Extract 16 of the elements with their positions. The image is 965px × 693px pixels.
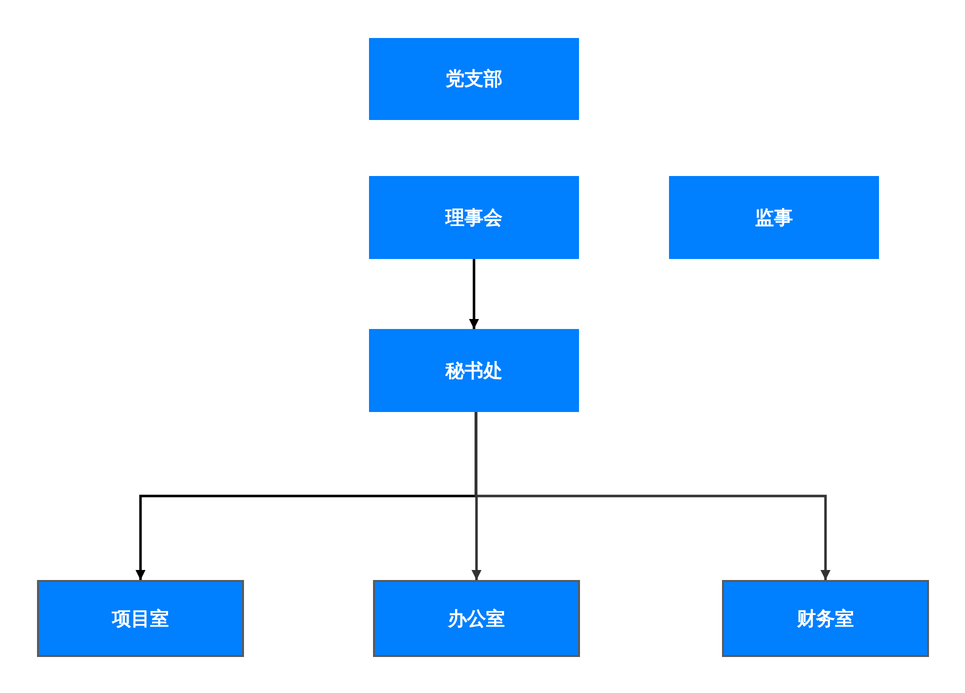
arrow bbox=[474, 412, 830, 580]
unit-name: 财务室 bbox=[797, 606, 854, 632]
org-unit-box bbox=[369, 38, 579, 120]
org-unit-box bbox=[669, 176, 879, 259]
org-unit-box bbox=[37, 580, 244, 657]
unit-name: 理事会 bbox=[446, 206, 502, 230]
org-unit-box bbox=[373, 580, 580, 657]
unit-name: 办公室 bbox=[448, 606, 505, 632]
unit-name: 监事 bbox=[755, 206, 793, 230]
org-unit-box bbox=[369, 329, 579, 412]
org-unit-box bbox=[722, 580, 929, 657]
org-unit-box bbox=[369, 176, 579, 259]
unit-name: 秘书处 bbox=[446, 358, 502, 384]
unit-name: 项目室 bbox=[112, 606, 169, 632]
arrow bbox=[469, 259, 479, 329]
unit-name: 党支部 bbox=[446, 67, 502, 92]
